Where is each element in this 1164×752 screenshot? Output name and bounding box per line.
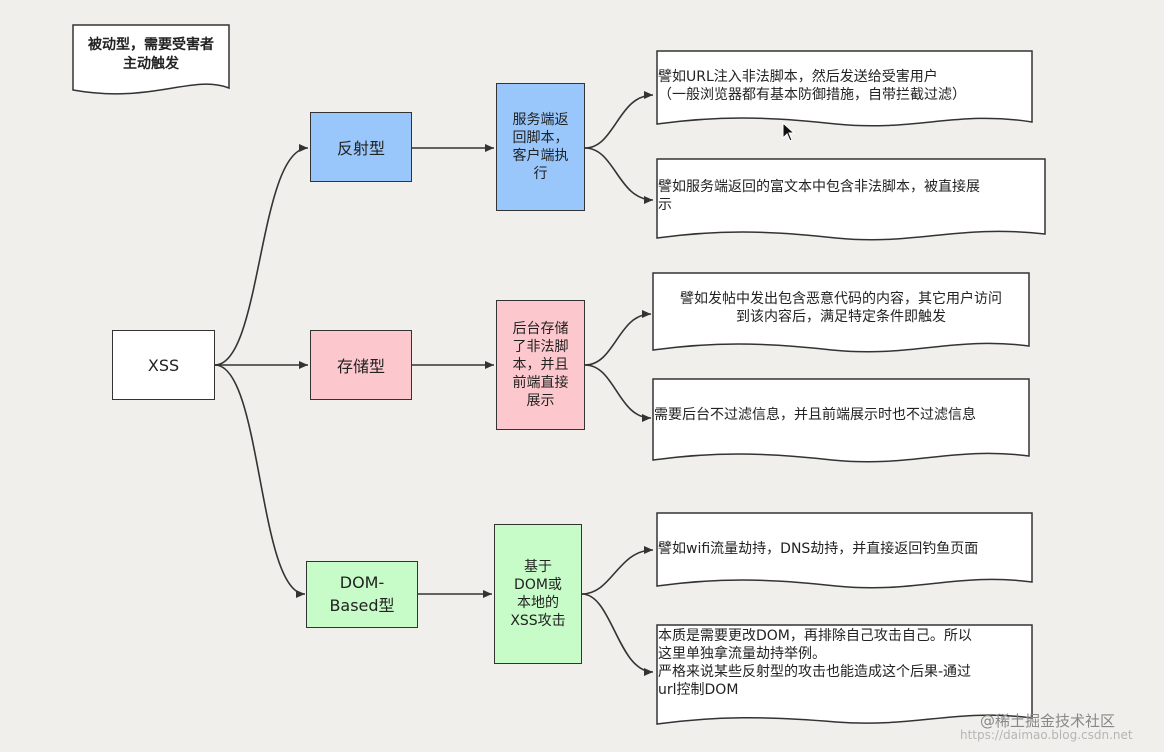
stored-desc-node: 后台存储 了非法脚 本，并且 前端直接 展示 — [496, 300, 585, 430]
dom-desc-node: 基于 DOM或 本地的 XSS攻击 — [494, 524, 582, 664]
dom-desc-text: 基于 DOM或 本地的 XSS攻击 — [510, 559, 566, 629]
stored-type-node: 存储型 — [310, 330, 412, 400]
dom-example-1: 譬如wifi流量劫持，DNS劫持，并直接返回钓鱼页面 — [656, 512, 1033, 590]
connector-dom-ex1 — [581, 546, 654, 595]
dom-example-2: 本质是需要更改DOM，再排除自己攻击自己。所以 这里单独拿流量劫持举例。 严格来… — [656, 624, 1033, 728]
passive-note-text: 被动型，需要受害者 主动触发 — [88, 37, 214, 72]
connector-xss-dom — [214, 364, 306, 598]
stored-example-2: 需要后台不过滤信息，并且前端展示时也不过滤信息 — [652, 378, 1030, 466]
connector-dom-ex2 — [581, 593, 654, 676]
reflect-example-2: 譬如服务端返回的富文本中包含非法脚本，被直接展 示 — [656, 158, 1046, 244]
dom-type-label: DOM- Based型 — [329, 573, 395, 615]
reflect-desc-text: 服务端返 回脚本， 客户端执 行 — [512, 112, 569, 182]
reflect-example-1: 譬如URL注入非法脚本，然后发送给受害用户 （一般浏览器都有基本防御措施，自带拦… — [656, 50, 1033, 130]
reflect-type-label: 反射型 — [336, 139, 385, 158]
dom-example-2-text: 本质是需要更改DOM，再排除自己攻击自己。所以 这里单独拿流量劫持举例。 严格来… — [658, 628, 972, 698]
connector-stored-ex2 — [584, 364, 652, 422]
connector-xss-reflect — [214, 144, 309, 366]
stored-desc-text: 后台存储 了非法脚 本，并且 前端直接 展示 — [512, 321, 569, 409]
reflect-desc-node: 服务端返 回脚本， 客户端执 行 — [496, 83, 585, 211]
reflect-type-node: 反射型 — [310, 112, 412, 182]
connector-stored-ex1 — [584, 310, 652, 366]
reflect-example-1-text: 譬如URL注入非法脚本，然后发送给受害用户 （一般浏览器都有基本防御措施，自带拦… — [658, 69, 966, 103]
reflect-example-2-text: 譬如服务端返回的富文本中包含非法脚本，被直接展 示 — [658, 179, 980, 213]
connector-reflect-ex1 — [584, 91, 654, 149]
stored-type-label: 存储型 — [336, 357, 385, 376]
passive-note: 被动型，需要受害者 主动触发 — [72, 24, 230, 98]
stored-example-1-text: 譬如发帖中发出包含恶意代码的内容，其它用户访问 到该内容后，满足特定条件即触发 — [680, 291, 1002, 325]
dom-example-1-text: 譬如wifi流量劫持，DNS劫持，并直接返回钓鱼页面 — [658, 541, 979, 557]
watermark-url: https://daimao.blog.csdn.net — [960, 728, 1133, 742]
stored-example-1: 譬如发帖中发出包含恶意代码的内容，其它用户访问 到该内容后，满足特定条件即触发 — [652, 272, 1030, 356]
stored-example-2-text: 需要后台不过滤信息，并且前端展示时也不过滤信息 — [654, 407, 976, 423]
connector-reflect-ex2 — [584, 147, 654, 204]
watermark-label: @稀土掘金技术社区 — [980, 712, 1116, 730]
xss-root-node: XSS — [112, 330, 215, 400]
dom-type-node: DOM- Based型 — [306, 561, 418, 628]
mouse-cursor-icon — [782, 122, 796, 142]
xss-root-label: XSS — [147, 355, 180, 375]
